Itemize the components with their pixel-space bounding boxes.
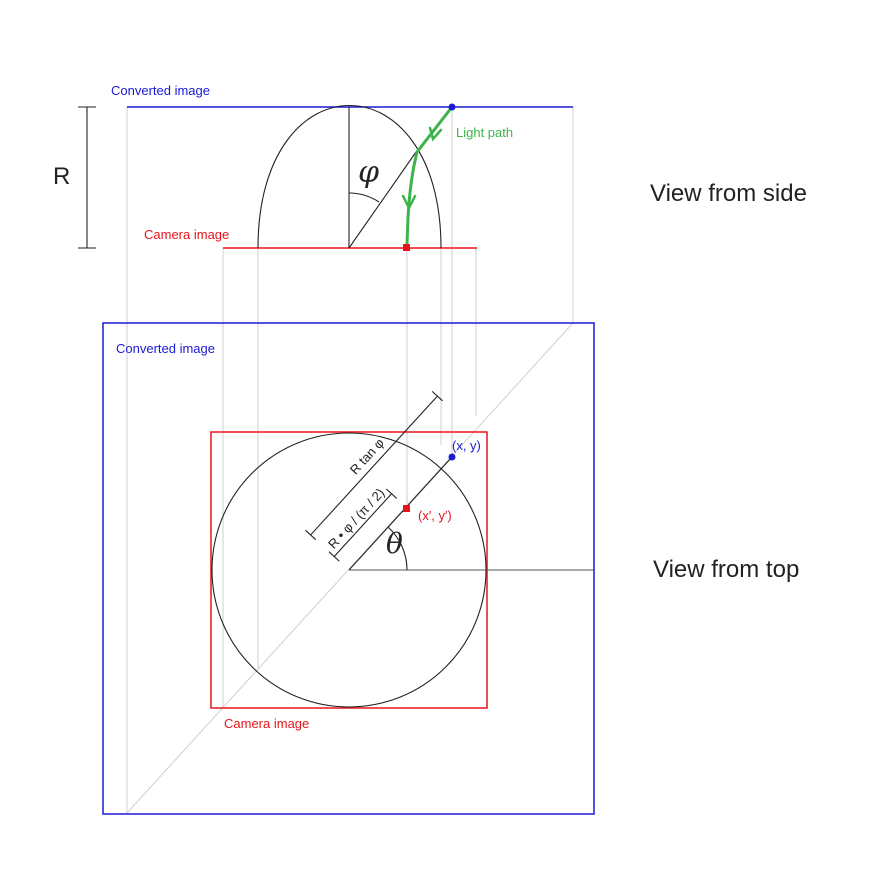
side-camera-point xyxy=(403,244,410,251)
side-camera-image-label: Camera image xyxy=(144,227,229,242)
light-path xyxy=(401,106,454,245)
lens-hemisphere xyxy=(257,104,442,249)
phi-ray-line xyxy=(348,151,417,249)
side-converted-image-label: Converted image xyxy=(111,83,210,98)
projection-guide-lines xyxy=(126,107,574,814)
point-xy-prime-label: (x′, y′) xyxy=(418,508,452,523)
top-converted-image-label: Converted image xyxy=(116,341,215,356)
theta-angle-arc xyxy=(387,526,408,571)
light-arrow-upper-icon xyxy=(428,126,443,142)
top-converted-point xyxy=(448,453,456,461)
point-xy-label: (x, y) xyxy=(452,438,481,453)
phi-angle-arc xyxy=(348,192,380,203)
radius-dimension xyxy=(78,106,96,249)
top-camera-point xyxy=(403,505,410,512)
side-view-title: View from side xyxy=(650,180,807,207)
top-view-title: View from top xyxy=(653,556,799,583)
phi-angle-label: φ xyxy=(358,155,379,190)
rtan-label: R tan φ xyxy=(347,435,387,477)
theta-ray-line xyxy=(348,456,453,571)
light-arrow-lower-icon xyxy=(401,194,417,211)
top-camera-image-label: Camera image xyxy=(224,716,309,731)
radius-label: R xyxy=(53,163,70,190)
top-converted-image-square xyxy=(102,322,595,815)
rphi-label: R • φ / (π / 2) xyxy=(325,485,387,551)
theta-angle-label: θ xyxy=(386,527,403,560)
side-view: Converted image Camera image φ R Light p… xyxy=(53,83,807,251)
light-path-label: Light path xyxy=(456,125,513,140)
top-view: Converted image Camera image θ R tan φ R… xyxy=(102,322,799,815)
side-converted-point xyxy=(448,103,456,111)
